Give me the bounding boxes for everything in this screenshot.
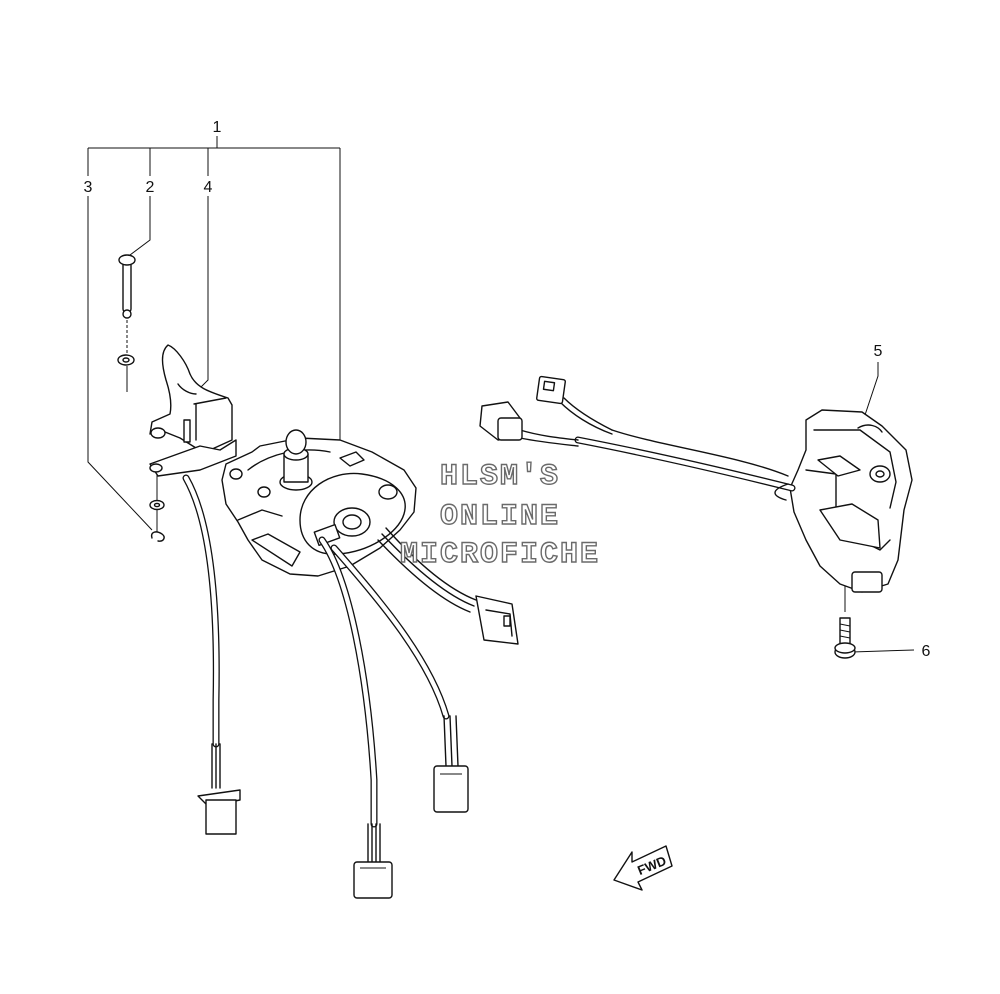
watermark-line-2: ONLINE [440,500,560,534]
callout-2: 2 [146,179,155,196]
leader-lines [87,136,915,653]
pin-part-2 [118,254,136,319]
lever-part-4 [149,344,237,477]
connector-right-small [536,375,566,405]
callout-3: 3 [84,179,93,196]
right-cables [519,397,796,501]
washer-lower [149,499,165,511]
fwd-arrow-badge: FWD [613,845,673,891]
callout-1: 1 [213,119,222,136]
watermark-line-1: HLSM'S [440,460,560,494]
connector-right-large [479,401,523,441]
e-ring-part-3 [150,531,165,542]
connector-bottom [353,823,393,899]
screw-part-6 [834,617,856,659]
watermark: HLSM'S ONLINE MICROFICHE [399,459,600,572]
washer-upper [117,354,135,366]
callout-6: 6 [922,643,931,660]
callout-5: 5 [874,343,883,360]
watermark-line-3: MICROFICHE [400,538,600,572]
left-cables [182,474,477,828]
callout-labels: 1 2 3 4 5 6 [84,119,931,660]
right-switch-housing [789,409,913,593]
connector-far-left [197,743,241,835]
left-switch-housing [221,429,417,577]
connector-upper-right [475,595,519,645]
callout-4: 4 [204,179,213,196]
connector-middle [433,715,469,813]
